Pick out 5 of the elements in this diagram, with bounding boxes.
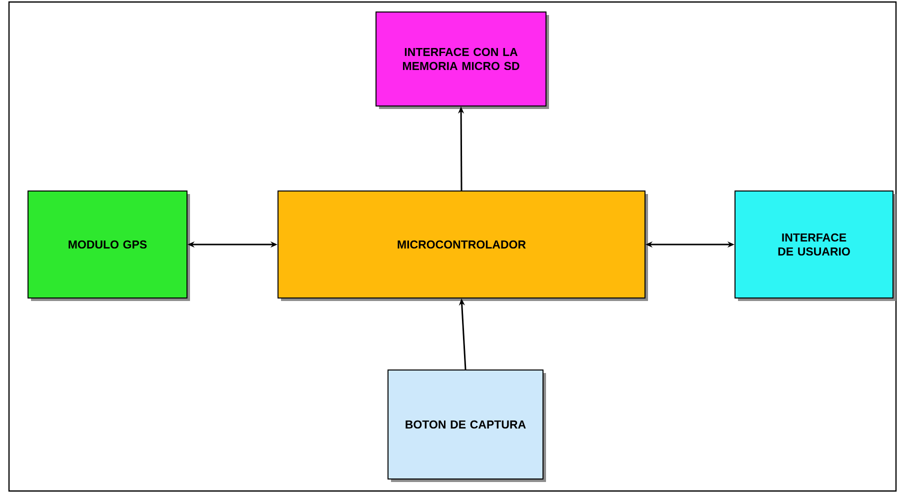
block-box: MICROCONTROLADOR	[278, 190, 648, 301]
block-box: INTERFACE CON LA MEMORIA MICRO SD	[376, 12, 549, 109]
block-box: BOTON DE CAPTURA	[388, 369, 546, 482]
block-box: INTERFACE DE USUARIO	[734, 190, 896, 301]
block-box: MODULO GPS	[28, 190, 190, 301]
